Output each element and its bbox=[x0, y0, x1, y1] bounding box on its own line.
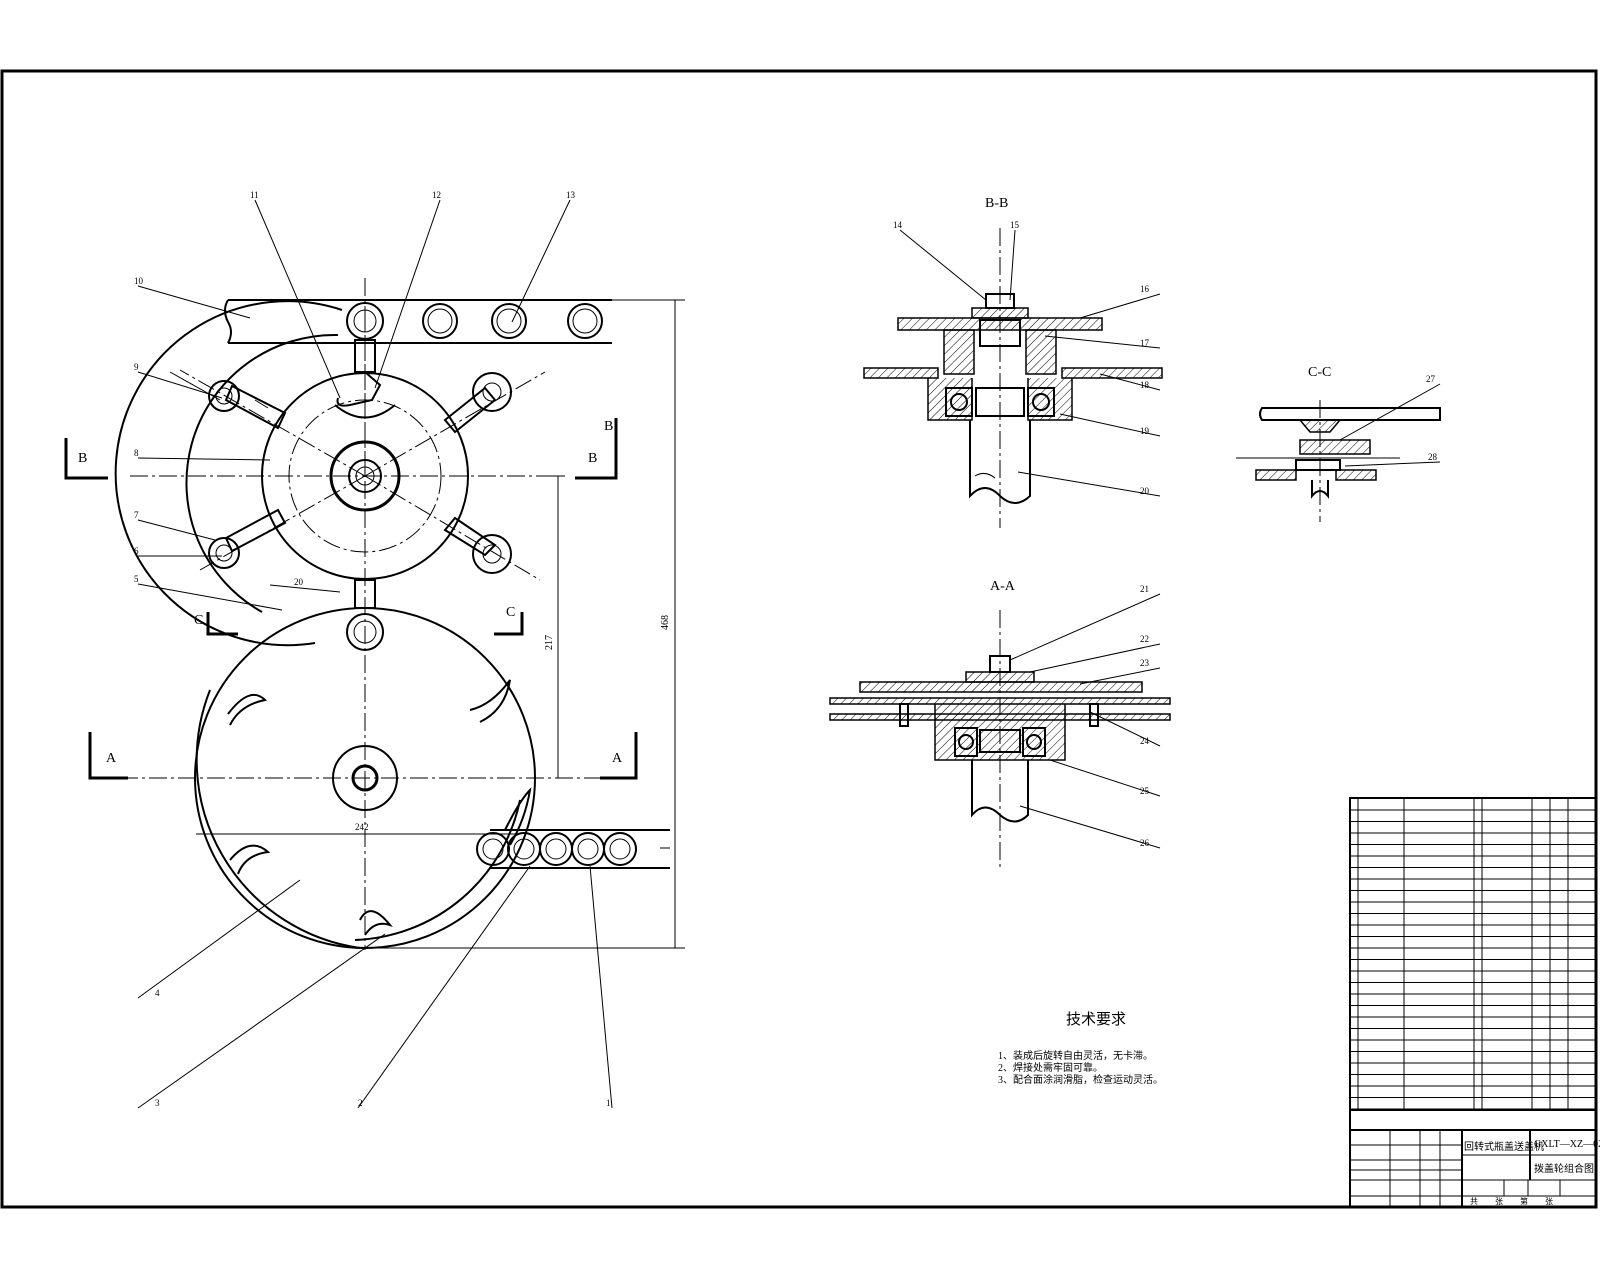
main-balloon-numbers: 10 11 12 13 9 8 7 6 5 4 3 2 1 bbox=[134, 190, 611, 1108]
dim-center-distance: 217 bbox=[544, 635, 555, 650]
dim-small: 20 bbox=[294, 577, 304, 587]
sign-row-3: 第 bbox=[1520, 1196, 1528, 1206]
balloon-12: 12 bbox=[432, 190, 441, 200]
inner-guide-arc bbox=[185, 333, 339, 613]
cut-label-b-left: B bbox=[78, 451, 87, 466]
balloon-18: 18 bbox=[1140, 380, 1150, 390]
balloon-2: 2 bbox=[358, 1098, 363, 1108]
balloon-22: 22 bbox=[1140, 634, 1149, 644]
drawing-number: GXLT—XZ—02 bbox=[1534, 1139, 1600, 1150]
dim-wheel-span: 242 bbox=[355, 822, 369, 832]
section-mark-b: B B B bbox=[64, 418, 618, 480]
balloon-17: 17 bbox=[1140, 338, 1150, 348]
tech-req-item-2: 2、焊接处需牢固可靠。 bbox=[998, 1061, 1103, 1074]
section-mark-a: A A bbox=[88, 732, 638, 780]
sign-row-4: 张 bbox=[1545, 1197, 1553, 1206]
balloon-26: 26 bbox=[1140, 838, 1150, 848]
bottom-conveyor bbox=[476, 829, 670, 869]
main-view: B B B A A C C 468 217 242 bbox=[64, 190, 685, 1109]
dim-overall-height: 468 bbox=[660, 615, 671, 630]
cut-label-b-right-top: B bbox=[604, 419, 613, 434]
section-aa-view: A-A 21 22 23 24 25 26 bbox=[829, 579, 1171, 868]
section-mark-c: C C bbox=[194, 605, 524, 636]
cut-label-a-right: A bbox=[612, 751, 623, 766]
tech-req-item-3: 3、配合面涂润滑脂，检查运动灵活。 bbox=[998, 1073, 1163, 1086]
aa-leaders bbox=[1009, 593, 1161, 849]
sheet-border bbox=[0, 69, 1598, 1209]
bb-leaders bbox=[899, 229, 1161, 497]
balloon-10: 10 bbox=[134, 276, 144, 286]
tech-req-title: 技术要求 bbox=[1066, 1011, 1126, 1028]
balloon-3: 3 bbox=[155, 1098, 160, 1108]
technical-requirements: 技术要求 1、装成后旋转自由灵活，无卡滞。 2、焊接处需牢固可靠。 3、配合面涂… bbox=[998, 1011, 1163, 1086]
outer-guide-arc bbox=[114, 300, 343, 647]
balloon-21: 21 bbox=[1140, 584, 1149, 594]
balloon-28: 28 bbox=[1428, 452, 1438, 462]
balloon-5: 5 bbox=[134, 574, 139, 584]
balloon-9: 9 bbox=[134, 362, 139, 372]
balloon-16: 16 bbox=[1140, 284, 1150, 294]
part-name: 拨盖轮组合图 bbox=[1534, 1162, 1594, 1175]
balloon-14: 14 bbox=[893, 220, 903, 230]
sign-row-2: 张 bbox=[1495, 1197, 1503, 1206]
balloon-6: 6 bbox=[134, 546, 139, 556]
sign-row-1: 共 bbox=[1470, 1197, 1478, 1206]
cut-label-c-right: C bbox=[506, 605, 515, 620]
bb-balloon-numbers: 14 15 16 17 18 19 20 bbox=[893, 220, 1150, 496]
cut-label-a-left: A bbox=[106, 751, 117, 766]
balloon-23: 23 bbox=[1140, 658, 1150, 668]
title-block: GXLT—XZ—02 回转式瓶盖送盖机 拨盖轮组合图 共 张 第 张 bbox=[1349, 1109, 1600, 1208]
balloon-24: 24 bbox=[1140, 736, 1150, 746]
cut-label-c-left: C bbox=[194, 613, 203, 628]
balloon-1: 1 bbox=[606, 1098, 611, 1108]
cut-label-b-right: B bbox=[588, 451, 597, 466]
balloon-8: 8 bbox=[134, 448, 139, 458]
balloon-4: 4 bbox=[155, 988, 160, 998]
section-bb-view: B-B 14 15 16 17 bbox=[863, 196, 1163, 528]
section-bb-title: B-B bbox=[985, 196, 1008, 211]
parts-list bbox=[1349, 797, 1597, 1111]
balloon-25: 25 bbox=[1140, 786, 1150, 796]
aa-balloon-numbers: 21 22 23 24 25 26 bbox=[1140, 584, 1150, 848]
balloon-11: 11 bbox=[250, 190, 259, 200]
balloon-27: 27 bbox=[1426, 374, 1436, 384]
section-cc-title: C-C bbox=[1308, 365, 1331, 380]
balloon-7: 7 bbox=[134, 510, 139, 520]
balloon-20: 20 bbox=[1140, 486, 1150, 496]
dimension-lines: 468 217 242 20 bbox=[196, 299, 685, 949]
section-cc-view: C-C 27 28 bbox=[1236, 365, 1441, 522]
balloon-19: 19 bbox=[1140, 426, 1150, 436]
tech-req-item-1: 1、装成后旋转自由灵活，无卡滞。 bbox=[998, 1049, 1153, 1062]
main-leaders bbox=[137, 199, 613, 1109]
section-aa-title: A-A bbox=[990, 579, 1016, 594]
product-name: 回转式瓶盖送盖机 bbox=[1464, 1140, 1544, 1153]
balloon-13: 13 bbox=[566, 190, 576, 200]
top-conveyor-rail bbox=[224, 299, 612, 344]
gripper-arms bbox=[208, 339, 512, 651]
balloon-15: 15 bbox=[1010, 220, 1020, 230]
